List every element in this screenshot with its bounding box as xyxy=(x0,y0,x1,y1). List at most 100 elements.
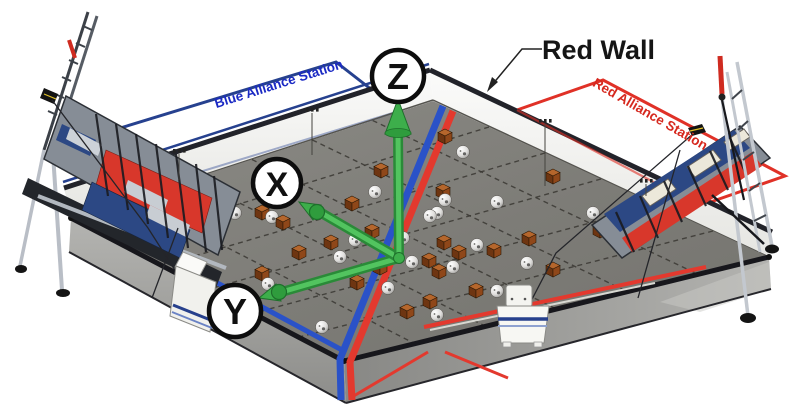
game-ball xyxy=(586,206,600,220)
game-cube xyxy=(399,303,415,320)
game-cube xyxy=(436,234,452,251)
game-cube xyxy=(437,128,453,145)
wall-tick xyxy=(539,119,552,186)
red-wall-label: Red Wall xyxy=(542,35,655,65)
tape-center-red xyxy=(346,109,457,401)
game-cube xyxy=(521,230,537,247)
game-cube xyxy=(421,252,437,269)
truss-leg xyxy=(720,96,750,317)
game-cube xyxy=(373,162,389,179)
floor-seam xyxy=(372,119,699,275)
coordinate-axes xyxy=(257,97,412,302)
blue-line-through-wall xyxy=(179,110,400,179)
clamp-stripe xyxy=(43,93,57,100)
y-axis-cone-base xyxy=(270,283,288,301)
wall-tick xyxy=(640,179,653,196)
bin-foot xyxy=(533,341,543,348)
right-field-structure xyxy=(590,55,779,323)
axis-z-badge xyxy=(369,47,427,105)
red-wall-leader-line xyxy=(491,48,542,86)
axis-z-label: Z xyxy=(387,56,409,97)
game-ball xyxy=(315,320,329,334)
x-axis-arrow-highlight xyxy=(315,208,402,261)
game-cube xyxy=(349,274,365,291)
game-cube xyxy=(422,293,438,310)
floor-tape-lines xyxy=(158,104,707,401)
game-ball xyxy=(446,260,460,274)
game-ball xyxy=(381,281,395,295)
wall-tick xyxy=(306,108,319,155)
bin-flap xyxy=(505,284,533,308)
structure-foot xyxy=(56,289,70,297)
z-axis-arrow-highlight xyxy=(395,128,402,261)
floor-rail-right xyxy=(343,254,770,364)
game-cube xyxy=(275,214,291,231)
axis-origin xyxy=(393,252,405,264)
game-cube xyxy=(486,242,502,259)
field-skirt-right xyxy=(344,257,771,403)
game-ball xyxy=(520,256,534,270)
x-axis-cone-base xyxy=(308,203,326,221)
mount-plate xyxy=(146,205,190,237)
support-cable xyxy=(637,149,681,299)
left-structure-mast xyxy=(42,11,90,151)
game-ball xyxy=(423,209,437,223)
red-wall-callout: Red Wall xyxy=(487,35,655,92)
cream-box xyxy=(641,178,677,207)
red-goal-band xyxy=(622,152,762,252)
game-ball xyxy=(490,195,504,209)
corner-post xyxy=(766,254,772,260)
leader-arrowhead-icon xyxy=(487,77,498,92)
tape-skirt-red-1 xyxy=(351,350,429,399)
axis-x-badge xyxy=(250,156,304,210)
axis-y-label: Y xyxy=(223,291,247,332)
wall-tick xyxy=(173,149,186,180)
structure-leg xyxy=(51,153,64,291)
y-axis-arrow-highlight xyxy=(282,255,402,294)
truss-joint xyxy=(718,93,726,101)
wall-ticks xyxy=(173,108,653,196)
structure-foot xyxy=(765,244,779,254)
red-flag-pole xyxy=(717,55,725,95)
game-ball xyxy=(438,193,452,207)
structure-foot xyxy=(740,313,756,323)
wall-rail-right xyxy=(428,67,774,235)
wall-base-right xyxy=(432,99,770,258)
game-ball xyxy=(430,308,444,322)
game-ball xyxy=(333,250,347,264)
bin-stripe xyxy=(172,303,214,323)
truss-rungs xyxy=(731,89,767,222)
truss-rail xyxy=(735,61,774,247)
tape-skirt-red-2 xyxy=(444,350,509,380)
truss-brace xyxy=(720,99,746,201)
white-bin-front xyxy=(496,284,550,348)
bin-foot xyxy=(502,341,512,348)
bin-hinge-dot xyxy=(510,297,514,301)
game-ball xyxy=(368,185,382,199)
game-ball xyxy=(405,255,419,269)
structure-base xyxy=(22,178,222,288)
axis-y-badge xyxy=(206,282,264,340)
tape-right-wall-red xyxy=(423,265,707,329)
game-cube xyxy=(545,168,561,185)
panel-rods xyxy=(94,113,224,253)
red-flag-pole xyxy=(67,39,77,59)
game-cube xyxy=(431,263,447,280)
game-cube xyxy=(344,195,360,212)
game-ball xyxy=(261,277,275,291)
truss-rail xyxy=(725,71,762,253)
z-axis-cone-base xyxy=(384,128,412,138)
skirt-bottom-right xyxy=(345,288,772,404)
bin-stripe xyxy=(171,311,213,329)
floor-seam xyxy=(252,204,658,315)
clamp-stripe xyxy=(689,127,704,132)
mount-plate xyxy=(124,180,168,212)
bin-hinge-dot xyxy=(523,297,527,301)
game-cube xyxy=(323,234,339,251)
support-cable xyxy=(151,227,179,299)
bin-body xyxy=(496,305,550,344)
game-ball xyxy=(470,238,484,252)
axis-x-label: X xyxy=(266,166,289,204)
